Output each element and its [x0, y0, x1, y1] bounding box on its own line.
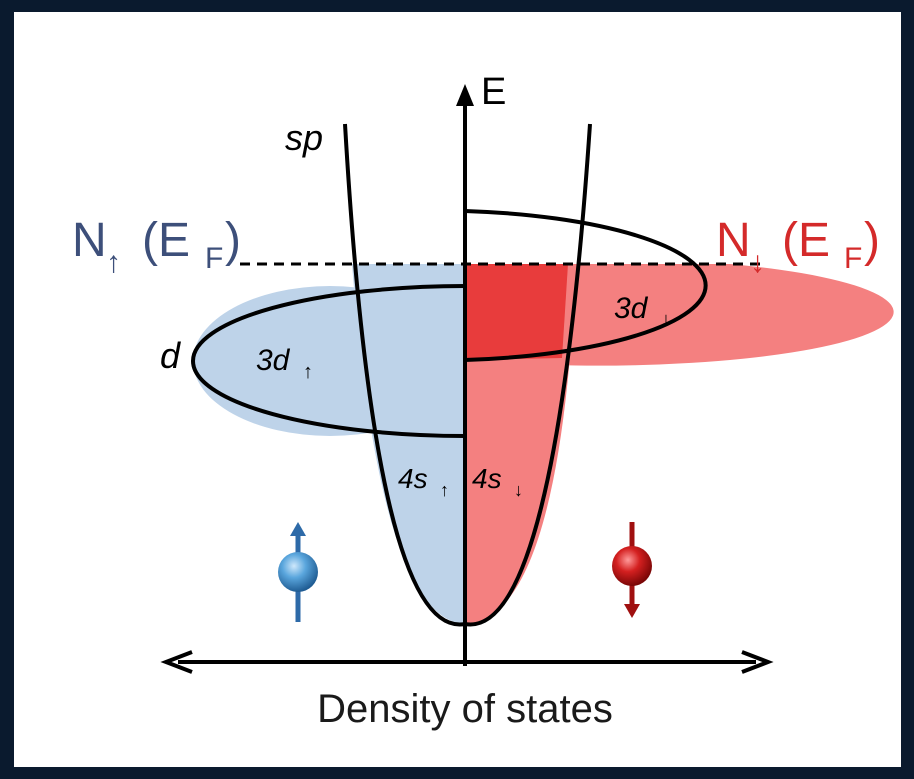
n-up-main-text: N — [72, 214, 107, 267]
3d-up-main-text: 3d — [256, 344, 291, 377]
4s-spin-down-label: 4s ↓ — [472, 463, 523, 500]
n-down-paren-text: (E — [782, 214, 830, 267]
sp-band-spin-up-outline — [343, 123, 466, 627]
d-band-spin-up-outline — [191, 284, 466, 438]
dos-axis-right-arrowhead — [741, 650, 774, 674]
d-band-label: d — [160, 335, 181, 376]
spin-down-electron-icon — [612, 522, 652, 618]
4s-down-arrow-text: ↓ — [514, 480, 523, 500]
dos-axis-left-arrowhead — [160, 650, 193, 674]
n-up-fermi-label: N ↑ (E F ) — [72, 214, 241, 279]
d-band-spin-down-outline — [464, 209, 708, 362]
sp-band-spin-up-fill — [352, 264, 465, 624]
energy-axis-label: E — [481, 71, 506, 113]
n-down-main-text: N — [716, 214, 751, 267]
d-sp-overlap-spin-down-fill — [465, 264, 568, 360]
n-up-paren-text: (E — [142, 214, 190, 267]
sp-band-spin-down-outline — [464, 123, 592, 627]
dos-axis-label: Density of states — [317, 687, 613, 731]
d-band-spin-down-fill — [465, 264, 894, 366]
3d-up-arrow-text: ↑ — [303, 361, 313, 383]
n-down-fermi-label: N ↓ (E F ) — [716, 214, 880, 279]
energy-axis-arrowhead — [456, 84, 474, 106]
n-down-arrow-text: ↓ — [750, 246, 765, 279]
n-up-arrow-text: ↑ — [106, 246, 121, 279]
4s-spin-up-label: 4s ↑ — [398, 463, 449, 500]
n-up-sub-text: F — [205, 242, 223, 275]
3d-down-arrow-text: ↓ — [661, 309, 671, 331]
sp-band-label: sp — [285, 117, 323, 158]
n-down-sub-text: F — [844, 242, 862, 275]
3d-down-main-text: 3d — [614, 292, 649, 325]
4s-up-arrow-text: ↑ — [440, 480, 449, 500]
3d-spin-up-label: 3d ↑ — [256, 344, 313, 383]
4s-down-main-text: 4s — [472, 463, 502, 494]
spin-up-electron-icon — [278, 522, 318, 622]
3d-spin-down-label: 3d ↓ — [614, 292, 671, 331]
n-down-close-text: ) — [864, 214, 880, 267]
n-up-close-text: ) — [225, 214, 241, 267]
4s-up-main-text: 4s — [398, 463, 428, 494]
